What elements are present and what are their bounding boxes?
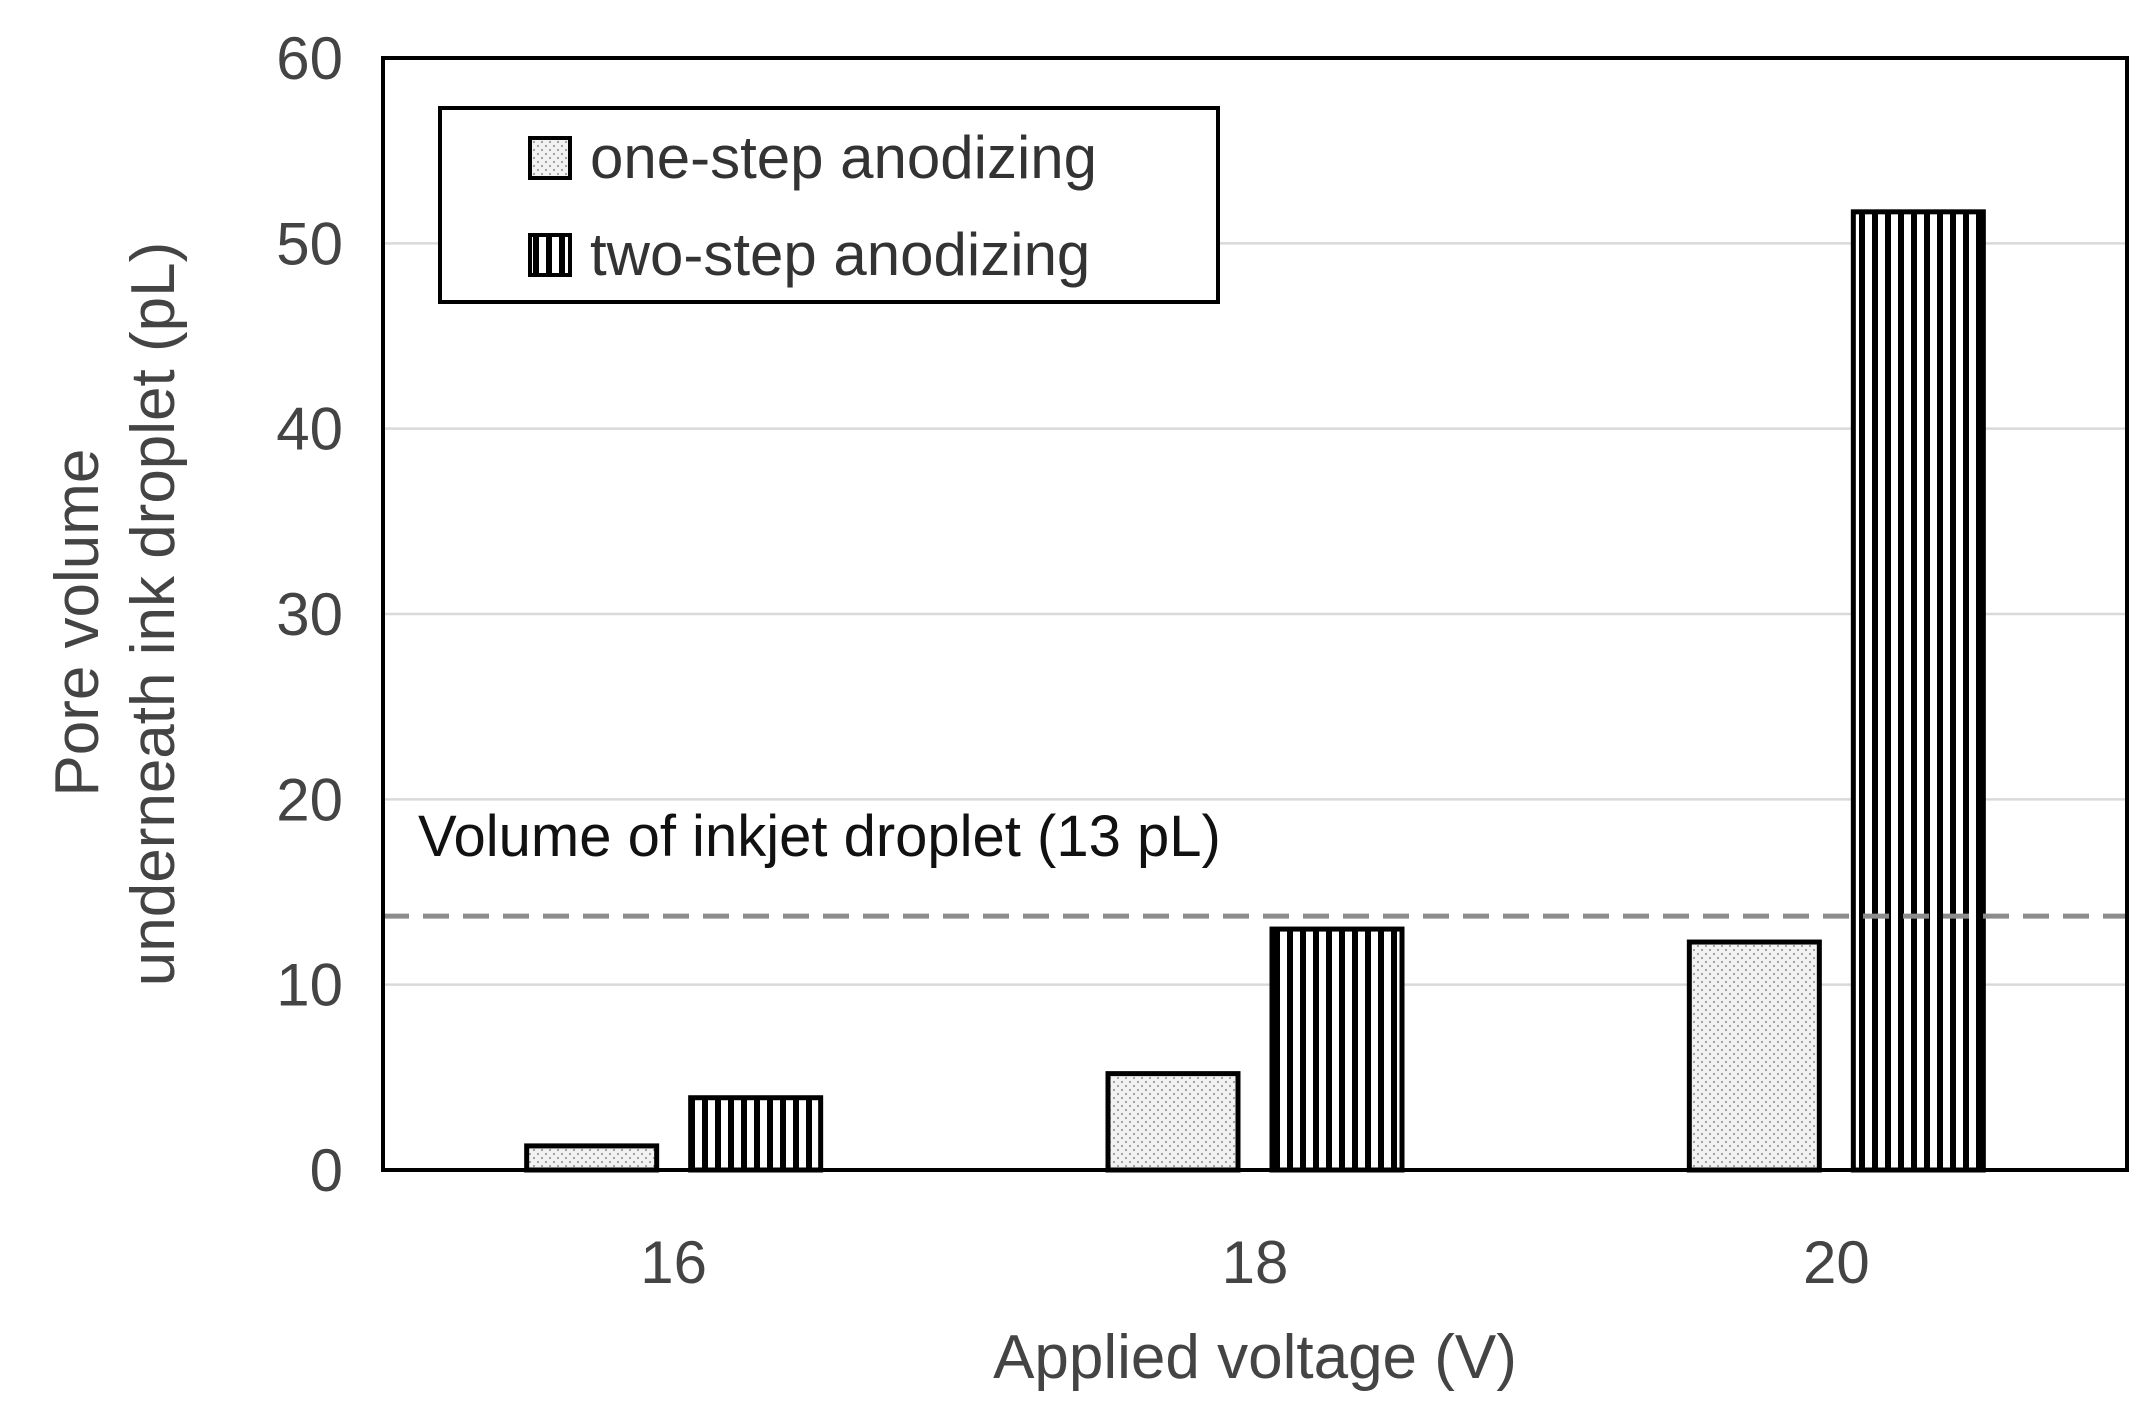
x-tick-label: 20 xyxy=(1803,1229,1870,1296)
x-axis-ticks: 16 18 20 xyxy=(640,1229,1869,1296)
y-tick-label: 30 xyxy=(276,581,343,648)
reference-line-label: Volume of inkjet droplet (13 pL) xyxy=(418,804,1221,869)
bar-vertical-stripes xyxy=(1269,926,1405,1173)
bar-vertical-stripes xyxy=(688,1095,824,1173)
legend-label: one-step anodizing xyxy=(590,124,1097,191)
y-tick-label: 10 xyxy=(276,952,343,1019)
bar-vertical-stripes xyxy=(1850,209,1986,1173)
bar-dotted xyxy=(524,1143,660,1173)
bars xyxy=(524,209,1986,1173)
legend-label: two-step anodizing xyxy=(590,221,1090,288)
y-axis-ticks: 0 10 20 30 40 50 60 xyxy=(276,25,343,1204)
reference-line-group: Volume of inkjet droplet (13 pL) xyxy=(383,804,2127,919)
bar-dotted xyxy=(1686,939,1822,1173)
legend-swatch xyxy=(528,233,572,277)
y-tick-label: 20 xyxy=(276,766,343,833)
y-axis-title: Pore volume underneath ink droplet (pL) xyxy=(43,242,188,986)
y-axis-title-line1: Pore volume xyxy=(43,449,112,797)
x-tick-label: 18 xyxy=(1222,1229,1289,1296)
legend: one-step anodizing two-step anodizing xyxy=(438,106,1220,304)
y-tick-label: 0 xyxy=(310,1137,343,1204)
y-axis-title-line2: underneath ink droplet (pL) xyxy=(119,242,188,986)
y-tick-label: 50 xyxy=(276,210,343,277)
bar-dotted xyxy=(1105,1071,1241,1173)
y-tick-label: 40 xyxy=(276,396,343,463)
x-tick-label: 16 xyxy=(640,1229,707,1296)
x-axis-title: Applied voltage (V) xyxy=(993,1323,1517,1392)
y-tick-label: 60 xyxy=(276,25,343,92)
plot-area-frame xyxy=(381,56,2129,1172)
legend-swatch xyxy=(528,136,572,180)
